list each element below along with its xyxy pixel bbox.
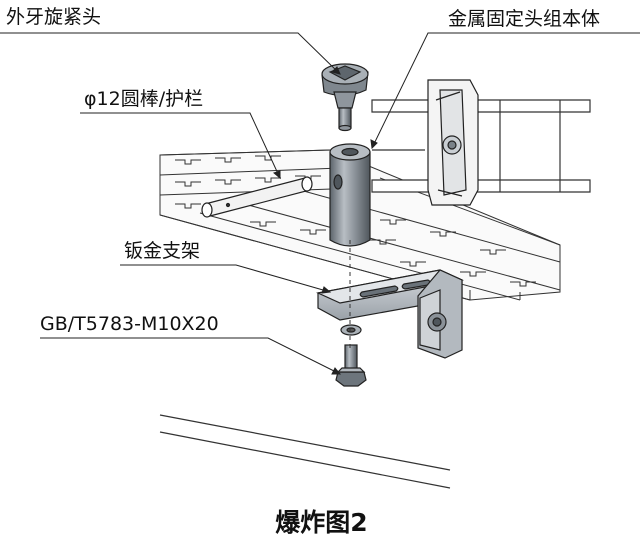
outer-thread-knob [321, 63, 369, 132]
round-rod [201, 176, 313, 218]
diagram-caption: 爆炸图2 [275, 508, 368, 537]
sheet-metal-bracket [316, 269, 464, 359]
ground-lines [159, 414, 451, 489]
leader-lines [0, 32, 640, 375]
hex-bolt [335, 344, 367, 387]
guardrail-rods [371, 99, 591, 193]
washer [340, 324, 362, 336]
label-bolt-standard: GB/T5783-M10X20 [40, 313, 219, 335]
label-outer-thread-knob: 外牙旋紧头 [6, 6, 102, 28]
label-rod-guardrail: φ12圆棒/护栏 [84, 88, 204, 110]
label-sheet-bracket: 钣金支架 [124, 240, 201, 262]
label-metal-head-assembly: 金属固定头组本体 [448, 8, 601, 30]
metal-head-cylinder [329, 143, 371, 247]
guardrail-clamp [427, 79, 479, 206]
